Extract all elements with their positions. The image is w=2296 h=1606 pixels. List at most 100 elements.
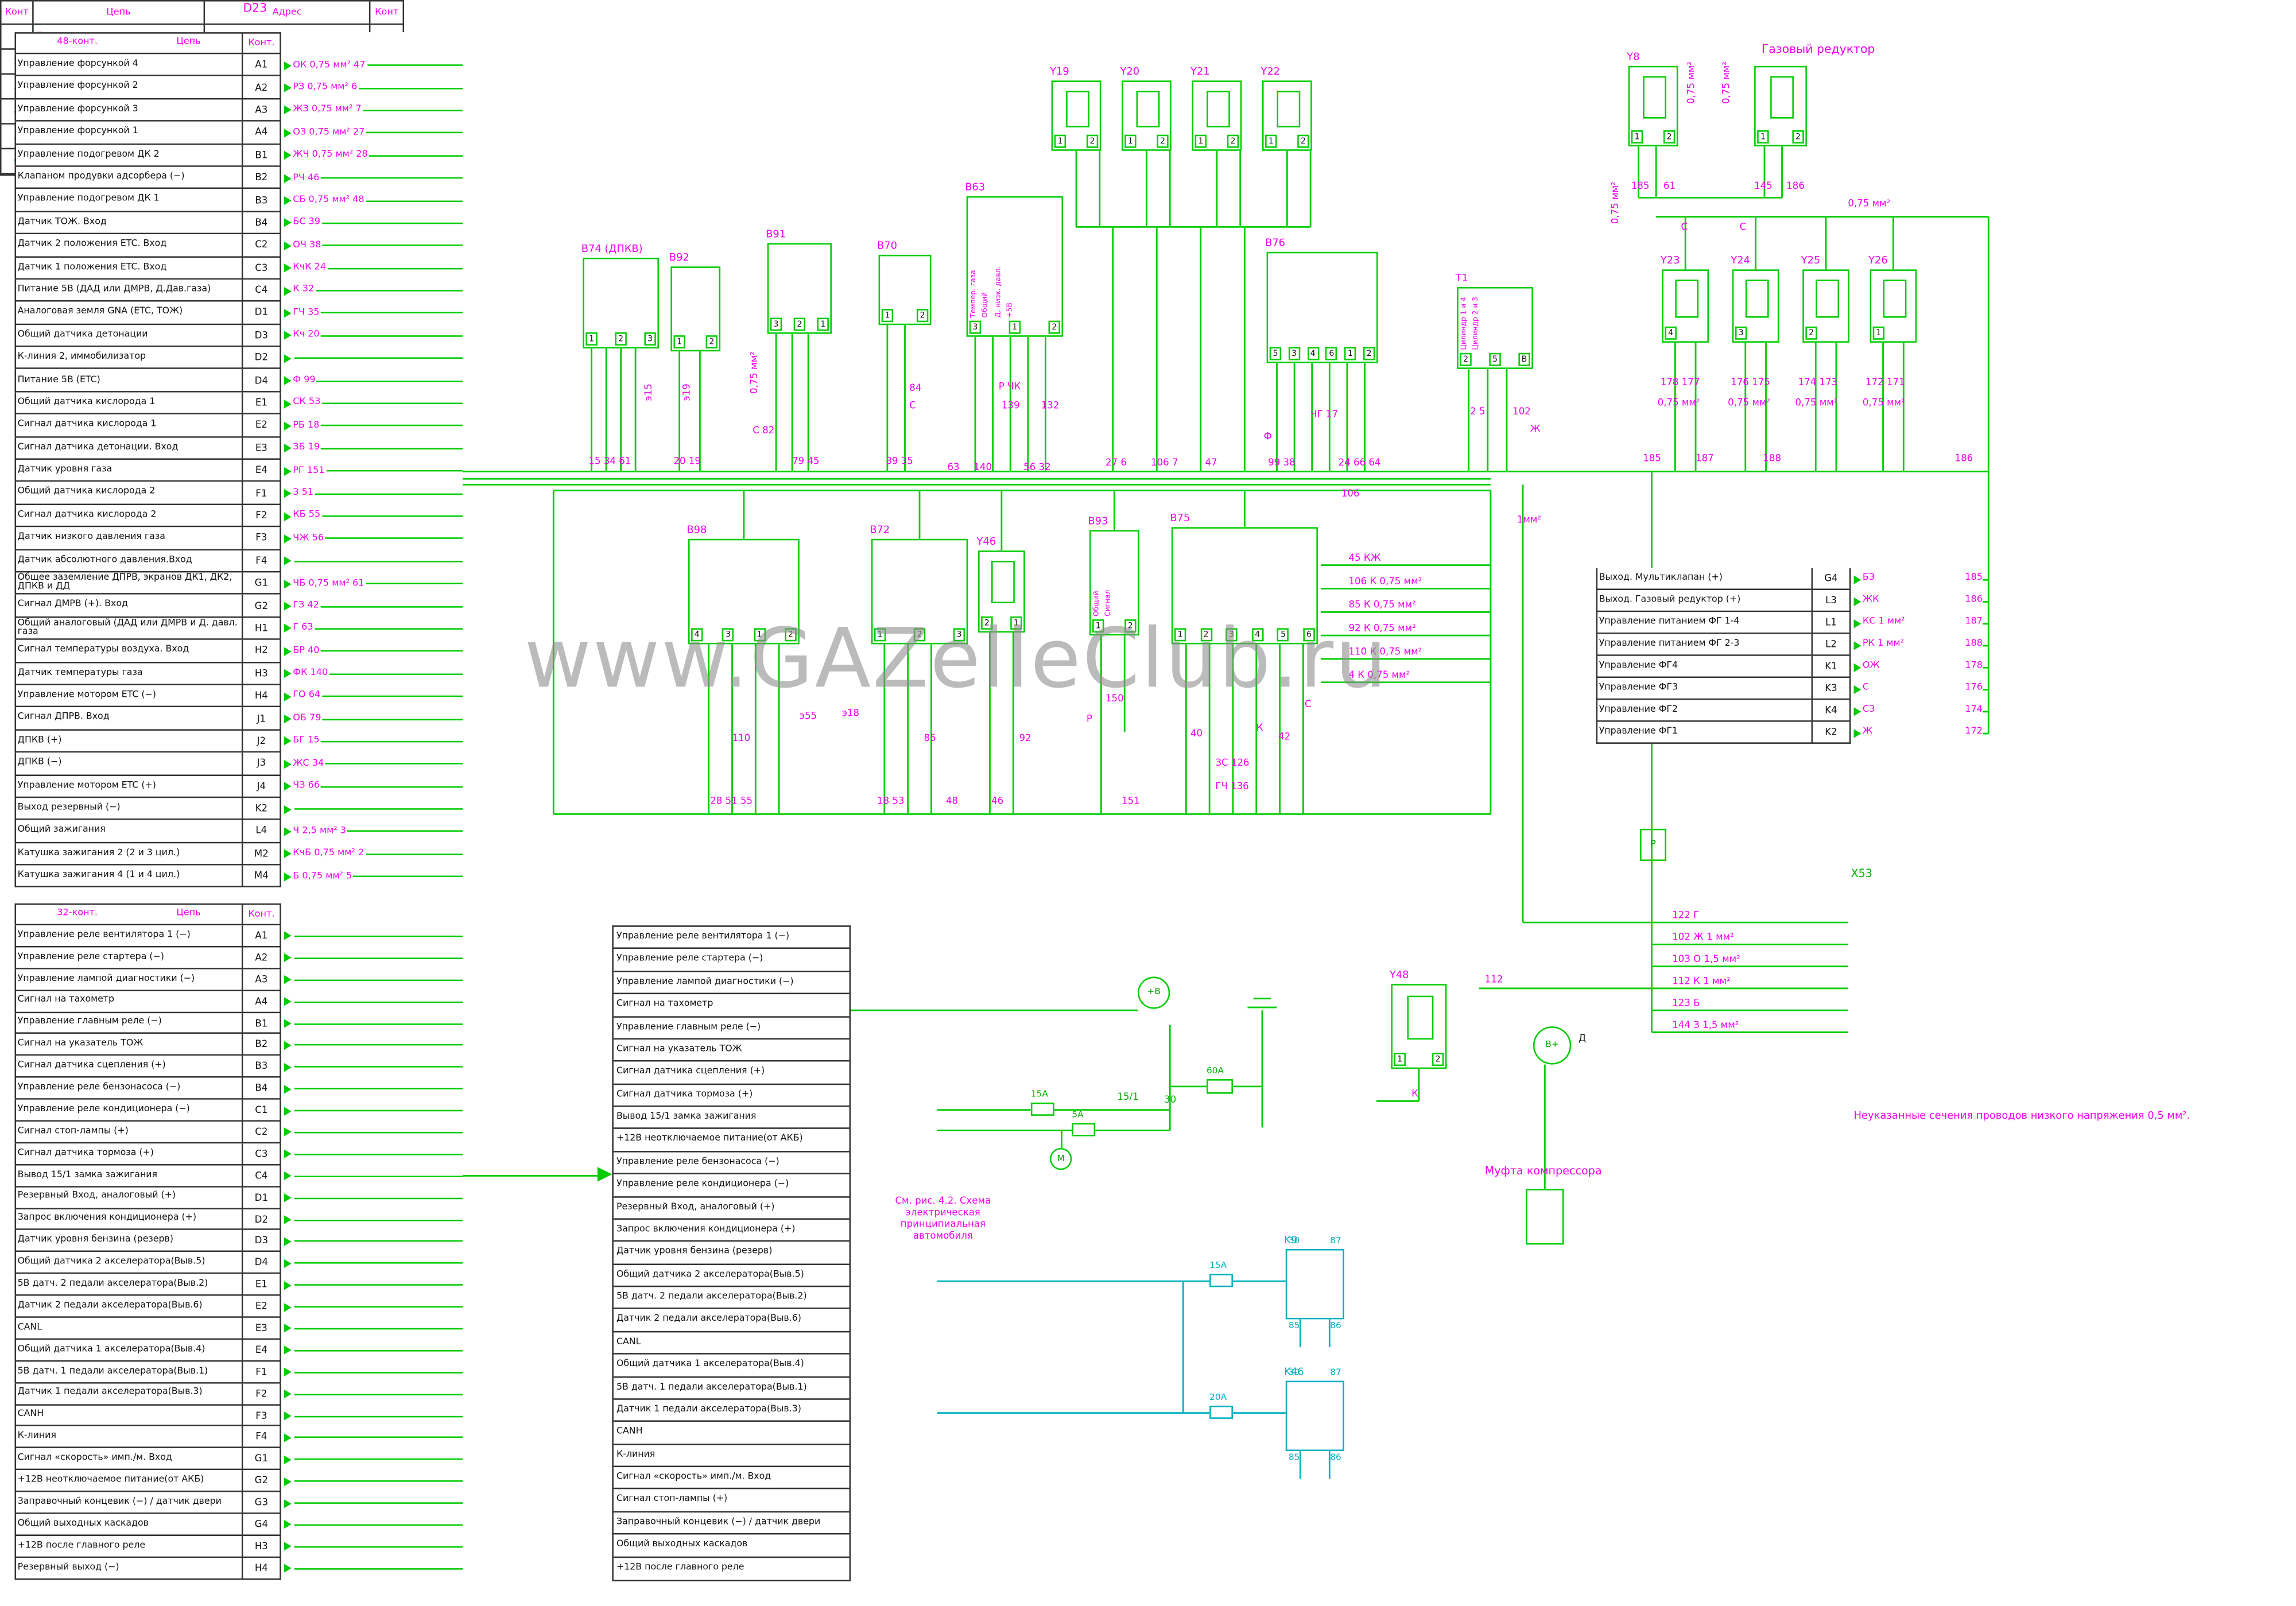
- wire-zone: [281, 991, 463, 1013]
- wire-zone: [281, 1143, 463, 1165]
- wire-zone: РЧ 46: [281, 167, 463, 189]
- pin-id: B1: [243, 144, 281, 167]
- circuit-name: Управление питанием ФГ 1-4: [1596, 612, 1813, 634]
- wire-line: [321, 312, 463, 315]
- wire-label: Ф: [1263, 430, 1272, 443]
- circuit-name: К-линия: [14, 1426, 243, 1449]
- component-box: Р: [1640, 828, 1667, 861]
- circuit-name: Общий датчика кислорода 2: [14, 482, 243, 505]
- circuit-list-item: 5В датч. 1 педали акселератора(Выв.1): [613, 1377, 850, 1400]
- pin-number: 2: [916, 309, 929, 323]
- circuit-name: Сигнал на тахометр: [14, 991, 243, 1013]
- table-row: Управление реле кондиционера (−)C1: [14, 1100, 463, 1122]
- circuit-name: Сигнал стоп-лампы (+): [14, 1122, 243, 1144]
- wire-zone: [281, 1122, 463, 1143]
- circuit-name: ДПКВ (+): [14, 730, 243, 753]
- wire-label: э19: [681, 383, 693, 401]
- pin-id: G3: [243, 1492, 281, 1514]
- wire-line: [294, 935, 463, 937]
- wire-label: 132: [1041, 399, 1060, 412]
- wire-zone: К 32: [281, 280, 463, 302]
- wire-label: 110: [732, 732, 751, 744]
- wire-label: Б 0,75 мм² 5: [293, 870, 352, 881]
- pin-row: 2: [1805, 326, 1846, 340]
- circuit-name: Датчик уровня бензина (резерв): [14, 1231, 243, 1253]
- pin-number: 3: [722, 628, 734, 642]
- circuit-list-item: Датчик 1 педали акселератора(Выв.3): [613, 1399, 850, 1422]
- component-label: Y19: [1050, 65, 1069, 78]
- wire-arrow-icon: [284, 1520, 292, 1530]
- circuit-name: Общее заземление ДПРВ, экранов ДК1, ДК2,…: [14, 572, 243, 595]
- wire-label: 0,75 мм²: [1795, 397, 1838, 409]
- pin-number: 1: [673, 335, 685, 349]
- circuit-name: Управление реле кондиционера (−): [14, 1100, 243, 1122]
- circuit-name: Выход резервный (−): [14, 798, 243, 821]
- wire-line: [294, 1284, 463, 1286]
- wire-line: [294, 1022, 463, 1025]
- wire-zone: ЧБ 0,75 мм² 61: [281, 572, 463, 595]
- pin-number: 1: [1394, 1053, 1406, 1066]
- wire-label: 47: [1205, 456, 1217, 469]
- pin-number: 2: [1086, 134, 1099, 148]
- circuit-list-item: Запрос включения кондиционера (+): [613, 1220, 850, 1242]
- pin-id: L3: [1813, 590, 1851, 612]
- wire-arrow-icon: [284, 997, 292, 1006]
- circuit-list-item: +12В после главного реле: [616, 1562, 744, 1573]
- wire-zone: ОК 0,75 мм² 47: [281, 54, 463, 76]
- pin-number: 2: [1297, 134, 1309, 148]
- pin-number: 1: [1010, 616, 1022, 630]
- wire-label: ЗС 126: [1215, 757, 1250, 769]
- wire-zone: Ф 99: [281, 370, 463, 392]
- wire-zone: СБ 0,75 мм² 48: [281, 189, 463, 212]
- component-20А: 20А: [1209, 1393, 1233, 1419]
- wire-label: 85 К 0,75 мм²: [1348, 599, 1416, 611]
- wire-number: 187: [1965, 616, 1983, 627]
- pin-id: A1: [243, 54, 281, 77]
- pin-number: 1: [881, 309, 894, 323]
- fuse-label: 5А: [1072, 1110, 1084, 1120]
- circuit-list-item: Сигнал датчика сцепления (+): [613, 1062, 850, 1085]
- pin-number: 1: [585, 332, 598, 346]
- circuit-name: Управление форсункой 3: [14, 99, 243, 122]
- wire-arrow-icon: [284, 1041, 292, 1050]
- wire-label: ГО 64: [293, 690, 321, 701]
- wire-arrow-icon: [284, 1302, 292, 1312]
- fuse-label: 15А: [1209, 1260, 1227, 1271]
- pin-id: D1: [243, 302, 281, 325]
- wire-zone: ЖЧ 0,75 мм² 28: [281, 144, 463, 166]
- wire-zone: ГЗ 42: [281, 595, 463, 618]
- circuit-list-item: Общий выходных каскадов: [613, 1535, 850, 1557]
- pin-number: 5: [1277, 628, 1289, 642]
- wire-zone: [281, 1209, 463, 1231]
- pin-id: K3: [1813, 678, 1851, 700]
- header-circuit: Цепь: [176, 908, 201, 919]
- wire-label: ЧБ 0,75 мм² 61: [293, 577, 364, 588]
- wire-zone: [281, 947, 463, 969]
- component-inner-label: Темпер. газа: [971, 270, 979, 318]
- wire-arrow-icon: [284, 1542, 292, 1551]
- circuit-list-item: Общий датчика 2 акселератора(Выв.5): [613, 1264, 850, 1287]
- wire-line: [294, 1568, 463, 1570]
- wire-zone: БС 39: [281, 212, 463, 234]
- wire-zone: [281, 1165, 463, 1187]
- pin-number: 2: [913, 628, 926, 642]
- wire-line: [294, 1306, 463, 1308]
- pin-id: H3: [243, 662, 281, 685]
- pin-id: E4: [243, 460, 281, 483]
- wire-line: [321, 650, 463, 653]
- wire-label: 185: [1631, 180, 1650, 192]
- wire-zone: [281, 1514, 463, 1536]
- wire-label: 20 19: [673, 455, 701, 467]
- wire-label: 1мм²: [1517, 514, 1542, 526]
- fuse-label: 60А: [1207, 1066, 1224, 1076]
